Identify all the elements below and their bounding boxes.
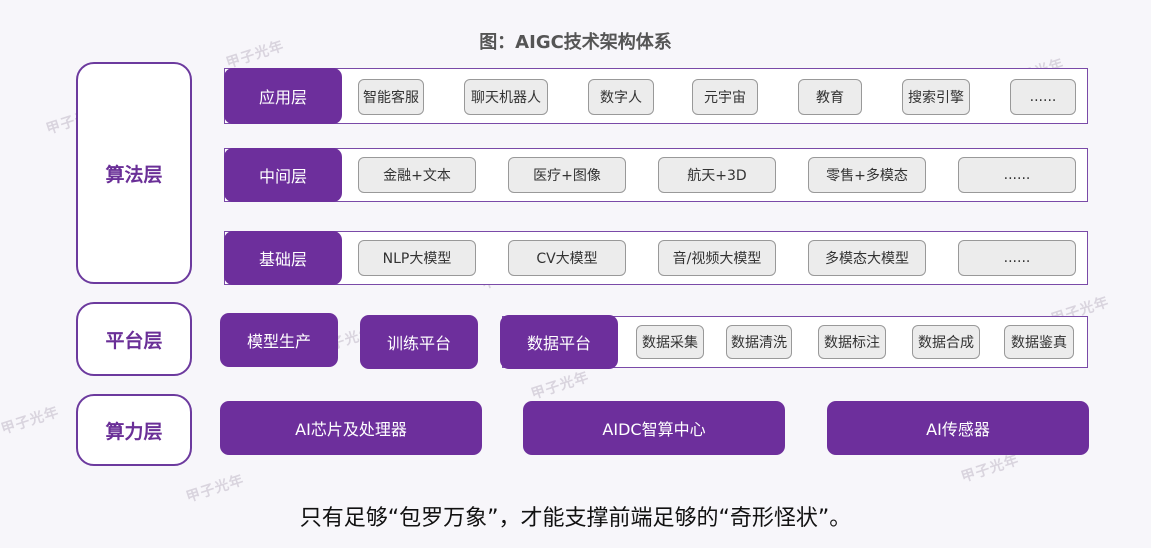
data-platform-label: 数据平台 [500,315,618,369]
data-platform-item: 数据采集 [636,325,704,359]
application-item: 聊天机器人 [464,79,548,115]
middle-item: 零售+多模态 [808,157,926,193]
data-platform-item: 数据鉴真 [1004,325,1074,359]
foundation-item: 多模态大模型 [808,240,926,276]
application-item: 数字人 [588,79,654,115]
foundation-layer-label: 基础层 [224,231,342,285]
diagram-caption: 只有足够“包罗万象”，才能支撑前端足够的“奇形怪状”。 [299,506,852,531]
middle-item: 航天+3D [658,157,776,193]
middle-item: 金融+文本 [358,157,476,193]
foundation-item: NLP大模型 [358,240,476,276]
data-platform-item: 数据合成 [912,325,980,359]
foundation-item: 音/视频大模型 [658,240,776,276]
ai-chip-box: AI芯片及处理器 [220,401,482,455]
application-item: 搜索引擎 [902,79,970,115]
watermark-logo: 甲子光年 [529,369,592,403]
middle-layer-label: 中间层 [224,148,342,202]
application-item: 元宇宙 [692,79,758,115]
foundation-item: ...... [958,240,1076,276]
side-label-platform: 平台层 [76,302,192,376]
data-platform-item: 数据标注 [818,325,886,359]
application-item: 教育 [798,79,862,115]
application-item: ...... [1010,79,1076,115]
side-label-algorithm: 算法层 [76,62,192,284]
application-item: 智能客服 [358,79,424,115]
aidc-center-box: AIDC智算中心 [523,401,785,455]
side-label-compute: 算力层 [76,394,192,466]
model-production-box: 模型生产 [220,313,338,367]
watermark-logo: 甲子光年 [0,404,62,438]
foundation-item: CV大模型 [508,240,626,276]
diagram-title: 图：AIGC技术架构体系 [479,32,672,53]
application-layer-label: 应用层 [224,68,342,124]
middle-item: ...... [958,157,1076,193]
ai-sensor-box: AI传感器 [827,401,1089,455]
data-platform-item: 数据清洗 [726,325,792,359]
training-platform-box: 训练平台 [360,315,478,369]
middle-item: 医疗+图像 [508,157,626,193]
